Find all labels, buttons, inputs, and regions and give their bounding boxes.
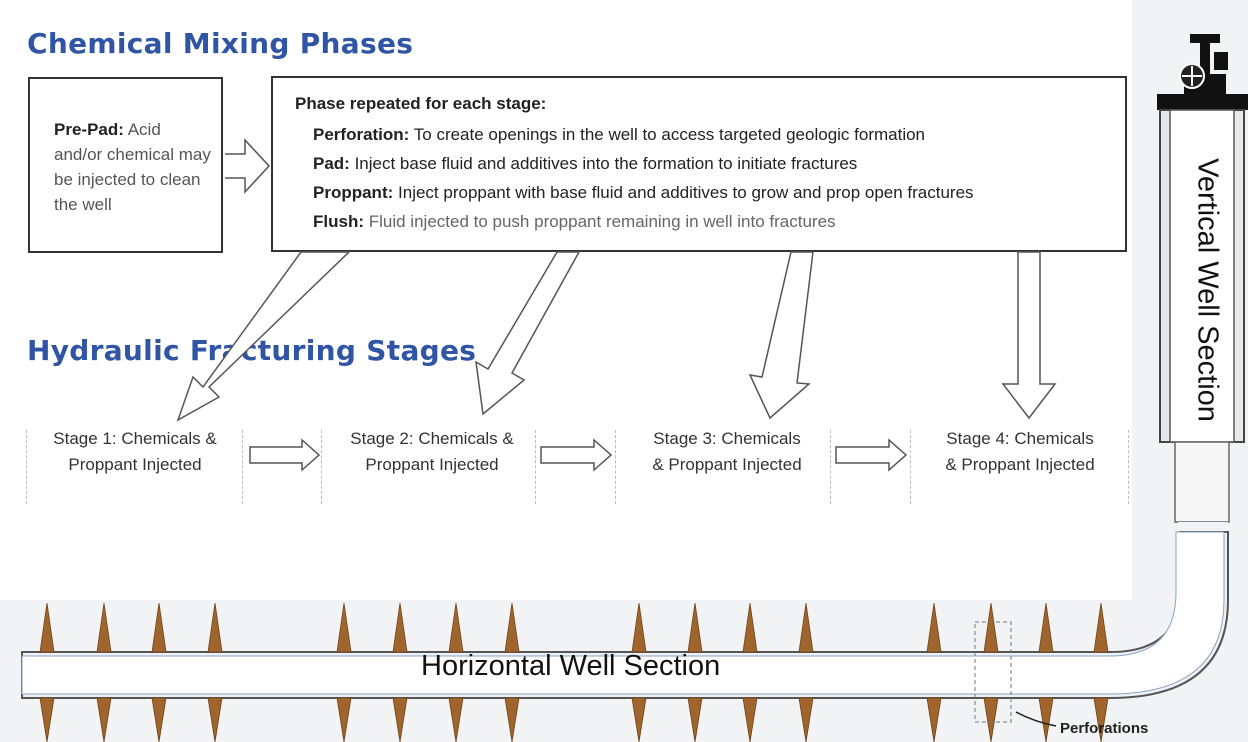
phase-item-pad: Pad: Inject base fluid and additives int… xyxy=(313,149,1125,178)
prepad-arrow xyxy=(225,138,271,194)
phase-item-text: Fluid injected to push proppant remainin… xyxy=(368,212,836,231)
phase-item-label: Proppant: xyxy=(313,183,394,202)
stage-divider xyxy=(26,430,27,504)
fracture-marks xyxy=(39,602,1109,742)
stage-line: Proppant Injected xyxy=(365,455,499,474)
phase-to-stage-2-arrow xyxy=(475,251,581,416)
phase-item-text: Inject proppant with base fluid and addi… xyxy=(398,183,974,202)
stage-line: Stage 4: Chemicals xyxy=(946,429,1094,448)
stage-divider xyxy=(242,430,243,504)
phase-item-perforation: Perforation: To create openings in the w… xyxy=(313,120,1125,149)
phase-item-flush: Flush: Fluid injected to push proppant r… xyxy=(313,207,1125,236)
phase-to-stage-3-arrow xyxy=(748,251,814,420)
stage-line: Stage 2: Chemicals & xyxy=(350,429,514,448)
stage-line: & Proppant Injected xyxy=(945,455,1095,474)
phase-box-title: Phase repeated for each stage: xyxy=(295,94,547,113)
phase-box: Phase repeated for each stage: Perforati… xyxy=(271,76,1127,252)
phase-item-label: Flush: xyxy=(313,212,364,231)
phase-item-label: Perforation: xyxy=(313,125,410,144)
chemical-mixing-heading: Chemical Mixing Phases xyxy=(27,27,414,60)
stage-line: Stage 1: Chemicals & xyxy=(53,429,217,448)
stage-line: Proppant Injected xyxy=(68,455,202,474)
prepad-label: Pre-Pad: xyxy=(54,120,124,139)
prepad-box: Pre-Pad: Acid and/or chemical may be inj… xyxy=(28,77,223,253)
phase-item-label: Pad: xyxy=(313,154,350,173)
stage-divider xyxy=(321,430,322,504)
stage-line: Stage 3: Chemicals xyxy=(653,429,801,448)
horizontal-wellbore-inner xyxy=(21,531,1225,695)
stage-1-label: Stage 1: Chemicals & Proppant Injected xyxy=(30,426,240,478)
stage-line: & Proppant Injected xyxy=(652,455,802,474)
perforation-callout-box xyxy=(974,621,1012,723)
perforation-leader-line xyxy=(1015,711,1057,727)
phase-to-stage-1-arrow xyxy=(176,251,351,422)
stage-4-label: Stage 4: Chemicals & Proppant Injected xyxy=(915,426,1125,478)
vertical-casing xyxy=(1159,109,1245,532)
horizontal-well-label: Horizontal Well Section xyxy=(421,650,721,682)
stage-3-label: Stage 3: Chemicals & Proppant Injected xyxy=(622,426,832,478)
stage-divider xyxy=(830,430,831,504)
phase-item-text: To create openings in the well to access… xyxy=(413,125,926,144)
phase-item-proppant: Proppant: Inject proppant with base flui… xyxy=(313,178,1125,207)
stage-divider xyxy=(615,430,616,504)
stage-2-to-3-arrow xyxy=(540,438,613,472)
stage-2-label: Stage 2: Chemicals & Proppant Injected xyxy=(327,426,537,478)
phase-to-stage-4-arrow xyxy=(1001,251,1057,420)
prepad-text: Acid and/or chemical may be injected to … xyxy=(54,120,211,214)
stage-3-to-4-arrow xyxy=(835,438,908,472)
stage-1-to-2-arrow xyxy=(249,438,321,472)
stage-divider xyxy=(910,430,911,504)
phase-item-text: Inject base fluid and additives into the… xyxy=(354,154,858,173)
stage-divider xyxy=(1128,430,1129,504)
perforations-label: Perforations xyxy=(1060,720,1149,737)
stage-divider xyxy=(535,430,536,504)
wellhead-icon xyxy=(1157,34,1248,110)
vertical-well-label: Vertical Well Section xyxy=(1191,158,1224,422)
